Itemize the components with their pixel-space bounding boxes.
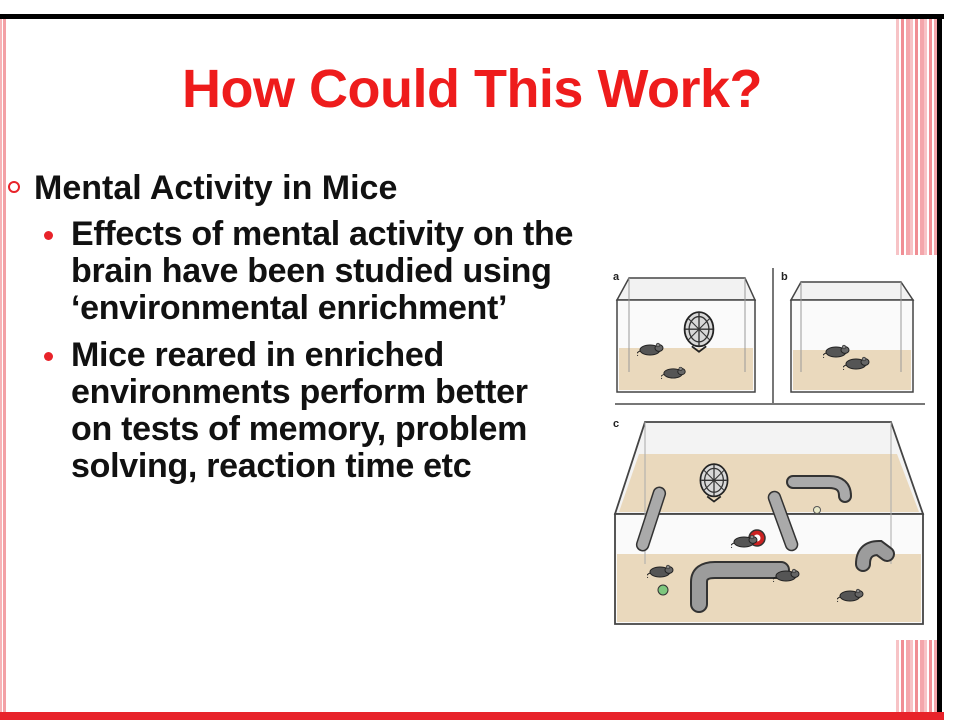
tube-icon (635, 475, 895, 613)
panel-label-b: b (781, 271, 788, 283)
panel-label-a: a (613, 271, 620, 283)
level1-bullet: Mental Activity in Mice (8, 167, 608, 209)
bullet-text: Effects of mental activity on the brain … (71, 215, 574, 327)
level1-text: Mental Activity in Mice (34, 169, 398, 207)
bottom-border (0, 712, 944, 720)
ring-bullet-icon (8, 181, 20, 193)
bullet-dot-icon (44, 231, 53, 240)
ball-icon (813, 506, 821, 514)
right-border (937, 14, 942, 720)
panel-label-c: c (613, 418, 619, 430)
ball-icon (657, 584, 669, 596)
left-decorative-stripe (0, 19, 6, 712)
enrichment-figure: a b c (605, 264, 931, 634)
bullet-item: Effects of mental activity on the brain … (44, 216, 574, 327)
slide-title: How Could This Work? (182, 59, 762, 119)
right-decorative-stripe-bottom (896, 640, 937, 712)
right-decorative-stripe-top (896, 19, 937, 255)
bullet-text: Mice reared in enriched environments per… (71, 336, 528, 485)
bullet-item: Mice reared in enriched environments per… (44, 337, 574, 485)
top-border (0, 14, 944, 19)
bullet-dot-icon (44, 352, 53, 361)
cage-icon (789, 281, 915, 393)
cage-icon (615, 277, 757, 393)
bullet-list: Effects of mental activity on the brain … (44, 216, 574, 495)
enrichment-illustration: a b c (613, 268, 925, 625)
